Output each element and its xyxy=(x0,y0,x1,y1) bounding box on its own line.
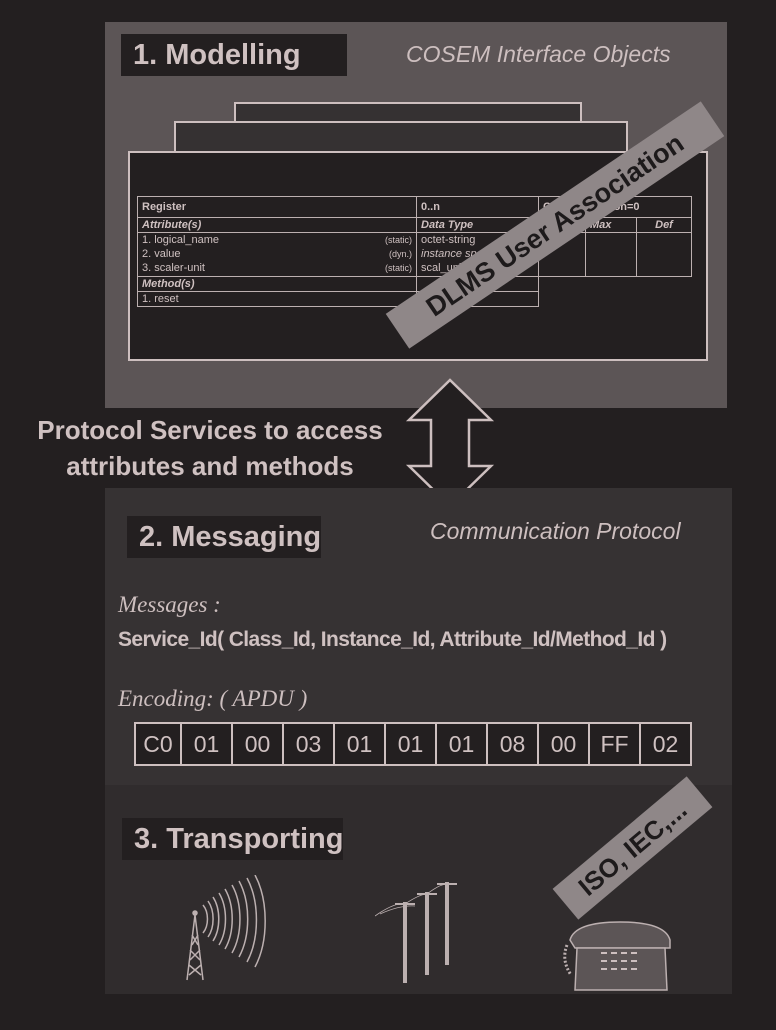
class-name: Register xyxy=(137,196,417,218)
apdu-byte: 02 xyxy=(639,724,690,764)
apdu-byte: 00 xyxy=(537,724,588,764)
method-row: 1. reset xyxy=(137,291,417,307)
cardinality: 0..n xyxy=(416,196,539,218)
message-format: Service_Id( Class_Id, Instance_Id, Attri… xyxy=(118,628,667,651)
encoding-label: Encoding: ( APDU ) xyxy=(118,686,308,711)
def-header: Def xyxy=(636,217,692,233)
messages-label: Messages : xyxy=(118,592,221,617)
transporting-title: 3. Transporting xyxy=(122,818,343,860)
methods-header: Method(s) xyxy=(137,276,417,292)
attribute-row: 3. scaler-unit(static) xyxy=(142,262,412,274)
power-line-icon xyxy=(375,882,457,983)
apdu-byte: C0 xyxy=(143,731,173,757)
attribute-row: 1. logical_name(static) xyxy=(142,234,412,246)
apdu-byte: 01 xyxy=(333,724,384,764)
modelling-subtitle: COSEM Interface Objects xyxy=(406,41,671,67)
register-class-table: Register 0..n Clersion=0 Attribute(s) Da… xyxy=(137,196,692,307)
messaging-subtitle: Communication Protocol xyxy=(430,518,681,544)
telephone-icon xyxy=(563,921,671,991)
data-type-header: Data Type xyxy=(416,217,539,233)
protocol-services-label: Protocol Services to access attributes a… xyxy=(37,415,383,481)
modelling-title: 1. Modelling xyxy=(121,34,347,76)
radio-tower-icon xyxy=(186,875,266,981)
apdu-byte: 01 xyxy=(384,724,435,764)
apdu-byte: 01 xyxy=(180,724,231,764)
apdu-byte: 03 xyxy=(282,724,333,764)
attribute-row: 2. value(dyn.) xyxy=(142,248,412,260)
attributes-header: Attribute(s) xyxy=(137,217,417,233)
messaging-title: 2. Messaging xyxy=(127,516,321,558)
apdu-byte: 08 xyxy=(486,724,537,764)
attribute-list: 1. logical_name(static) 2. value(dyn.) 3… xyxy=(137,232,417,277)
apdu-byte: FF xyxy=(588,724,639,764)
apdu-byte: 01 xyxy=(435,724,486,764)
apdu-byte: 00 xyxy=(231,724,282,764)
